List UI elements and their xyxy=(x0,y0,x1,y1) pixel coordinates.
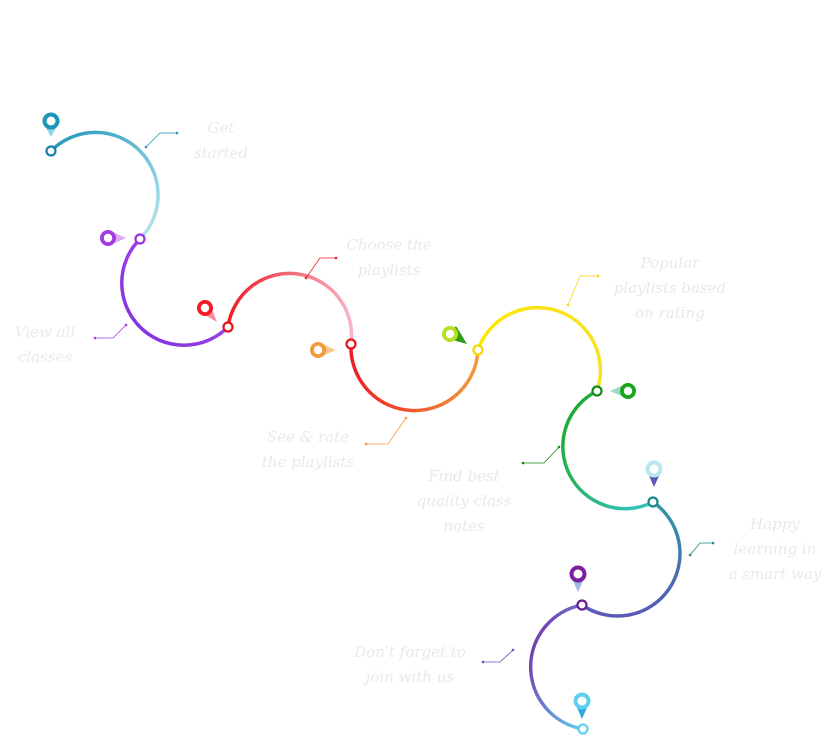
timeline-node-6 xyxy=(591,385,603,397)
map-pin-icon xyxy=(100,230,126,246)
leader-dot xyxy=(175,131,179,135)
map-pin-icon xyxy=(610,383,636,399)
leader-line-2 xyxy=(95,324,127,339)
leader-dot xyxy=(93,336,97,340)
timeline-node-5 xyxy=(472,344,484,356)
timeline-node-7 xyxy=(647,496,659,508)
leader-line-6 xyxy=(523,446,560,464)
timeline-arc-7 xyxy=(580,500,682,618)
timeline-arc-2 xyxy=(120,237,230,347)
timeline-arc-8 xyxy=(528,603,585,731)
leader-dot xyxy=(521,461,525,465)
map-pin-icon xyxy=(42,112,60,137)
leader-dot xyxy=(511,648,515,652)
timeline-node-2 xyxy=(134,233,146,245)
leader-line-8 xyxy=(483,649,514,663)
timeline-node-8 xyxy=(576,599,588,611)
leader-dot xyxy=(404,416,408,420)
leader-dot xyxy=(481,660,485,664)
timeline-arc-5 xyxy=(476,305,603,393)
leader-dot xyxy=(144,145,148,149)
leader-line-3 xyxy=(305,257,336,279)
leader-line-5 xyxy=(567,275,598,306)
timeline-node-9 xyxy=(577,723,589,735)
map-pin-icon xyxy=(442,326,467,344)
map-pin-icon xyxy=(573,692,591,719)
map-pin-icon xyxy=(569,565,587,592)
leader-line-7 xyxy=(689,542,713,556)
timeline-arc-4 xyxy=(349,342,480,413)
map-pin-icon xyxy=(310,342,336,358)
timeline-node-4 xyxy=(345,338,357,350)
map-pin-icon xyxy=(645,460,663,487)
leader-line-4 xyxy=(366,417,407,445)
timeline-node-1 xyxy=(45,145,57,157)
leader-line-1 xyxy=(145,132,177,148)
timeline-arc-3 xyxy=(226,271,354,346)
leader-dot xyxy=(304,276,308,280)
leader-dot xyxy=(711,541,715,545)
timeline-node-3 xyxy=(222,321,234,333)
leader-dot xyxy=(596,274,600,278)
leader-dot xyxy=(557,445,561,449)
leader-dot xyxy=(364,442,368,446)
leader-dot xyxy=(566,303,570,307)
leader-dot xyxy=(334,256,338,260)
timeline-arc-1 xyxy=(49,130,160,241)
timeline-arc-6 xyxy=(561,389,655,511)
leader-dot xyxy=(124,323,128,327)
leader-dot xyxy=(688,553,692,557)
map-pin-icon xyxy=(197,300,217,322)
